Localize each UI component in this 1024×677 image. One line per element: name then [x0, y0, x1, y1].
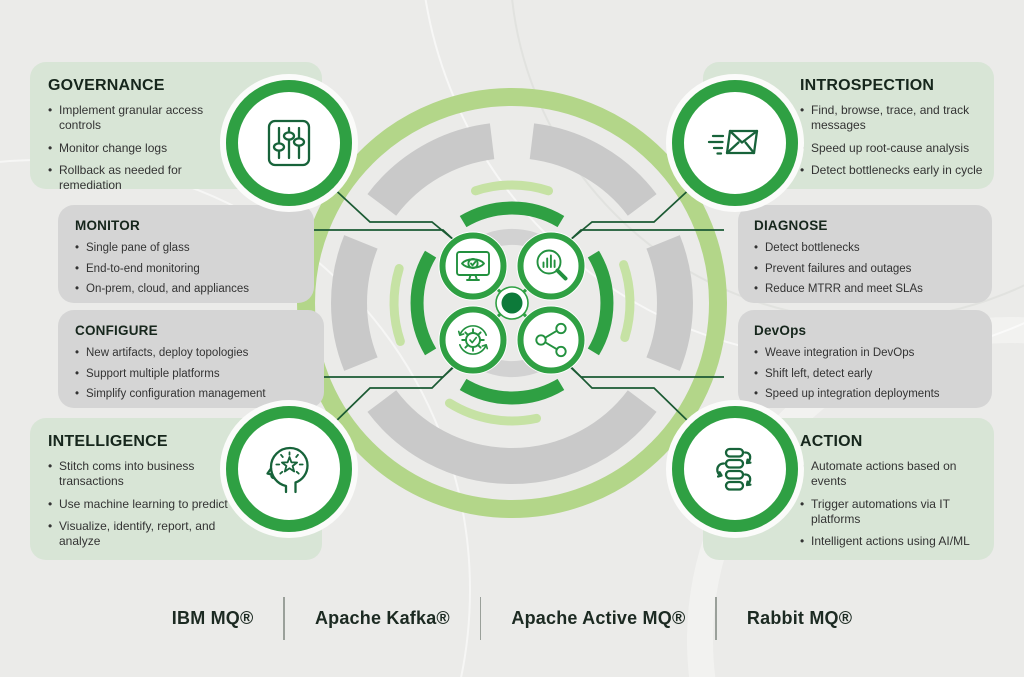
introspection-connector	[568, 184, 695, 242]
panel-bullets: Find, browse, trace, and track messagesS…	[800, 103, 984, 178]
intelligence-connector	[329, 364, 456, 428]
panel-title: INTELLIGENCE	[48, 433, 168, 450]
panel-bullets: Detect bottlenecksPrevent failures and o…	[754, 241, 984, 297]
panel-title: DevOps	[754, 323, 807, 338]
panel-title: CONFIGURE	[75, 323, 158, 338]
gear-check-sync-icon	[457, 325, 489, 355]
bullet-item: Simplify configuration management	[75, 387, 316, 402]
bullet-item: Rollback as needed for remediation	[48, 163, 218, 194]
platform-name: Rabbit MQ®	[685, 597, 852, 640]
bullet-item: Find, browse, trace, and track messages	[800, 103, 984, 134]
panel-bullets: Weave integration in DevOpsShift left, d…	[754, 346, 984, 402]
share-icon	[535, 322, 567, 358]
panel-title: GOVERNANCE	[48, 77, 165, 94]
action-connector	[568, 364, 695, 428]
panel-monitor: MONITOR Single pane of glassEnd-to-end m…	[58, 205, 314, 303]
bullet-item: Visualize, identify, report, and analyze	[48, 519, 230, 550]
monitor-eye-icon	[456, 251, 490, 281]
bullet-item: Speed up root-cause analysis	[800, 141, 984, 156]
magnifier-analytics-icon	[536, 249, 568, 281]
devops-connector	[566, 363, 724, 378]
bullet-item: Reduce MTRR and meet SLAs	[754, 282, 984, 297]
bullet-item: Support multiple platforms	[75, 367, 316, 382]
bullet-item: Prevent failures and outages	[754, 262, 984, 277]
panel-introspection: INTROSPECTION Find, browse, trace, and t…	[703, 62, 994, 189]
hub-spokes	[471, 264, 553, 342]
panel-bullets: Single pane of glassEnd-to-end monitorin…	[75, 241, 306, 297]
panel-governance: GOVERNANCE Implement granular access con…	[30, 62, 322, 192]
inner-gray-arcs	[469, 228, 555, 378]
panel-bullets: New artifacts, deploy topologiesSupport …	[75, 346, 316, 402]
panel-title: MONITOR	[75, 218, 140, 233]
diagnose-connector	[566, 229, 724, 244]
bullet-item: Speed up integration deployments	[754, 387, 984, 402]
bullet-item: Weave integration in DevOps	[754, 346, 984, 361]
platform-name: IBM MQ®	[171, 607, 254, 628]
bullet-item: Trigger automations via IT platforms	[800, 497, 984, 528]
panel-bullets: Automate actions based on eventsTrigger …	[800, 459, 984, 550]
panel-devops: DevOps Weave integration in DevOpsShift …	[738, 310, 992, 408]
center-capability-circles	[438, 231, 586, 375]
hub-dot	[495, 286, 529, 320]
panel-diagnose: DIAGNOSE Detect bottlenecksPrevent failu…	[738, 205, 992, 303]
panel-bullets: Stitch coms into business transactionsUs…	[48, 459, 230, 550]
bullet-item: Monitor change logs	[48, 141, 218, 156]
panel-configure: CONFIGURE New artifacts, deploy topologi…	[58, 310, 324, 408]
bullet-item: Stitch coms into business transactions	[48, 459, 230, 490]
outer-pale-ring	[297, 88, 727, 518]
bullet-item: Use machine learning to predict	[48, 497, 230, 512]
bullet-item: Shift left, detect early	[754, 367, 984, 382]
platform-name: Apache Active MQ®	[450, 597, 686, 640]
bullet-item: Automate actions based on events	[800, 459, 984, 490]
panel-intelligence: INTELLIGENCE Stitch coms into business t…	[30, 418, 322, 560]
monitor-connector	[300, 229, 458, 244]
bullet-item: On-prem, cloud, and appliances	[75, 282, 306, 297]
panel-action: ACTION Automate actions based on eventsT…	[703, 418, 994, 560]
panel-title: INTROSPECTION	[800, 77, 935, 94]
bullet-item: Detect bottlenecks early in cycle	[800, 163, 984, 178]
panel-title: DIAGNOSE	[754, 218, 828, 233]
platform-name: Apache Kafka®	[253, 597, 450, 640]
platform-list: IBM MQ®Apache Kafka®Apache Active MQ®Rab…	[0, 592, 1024, 644]
bullet-item: New artifacts, deploy topologies	[75, 346, 316, 361]
bullet-item: Intelligent actions using AI/ML	[800, 534, 984, 549]
bullet-item: Implement granular access controls	[48, 103, 218, 134]
bold-green-ring	[410, 201, 614, 405]
gray-segment-ring	[331, 123, 693, 484]
bullet-item: End-to-end monitoring	[75, 262, 306, 277]
bullet-item: Detect bottlenecks	[754, 241, 984, 256]
bullet-item: Single pane of glass	[75, 241, 306, 256]
panel-title: ACTION	[800, 433, 863, 450]
light-green-arcs	[389, 180, 635, 426]
governance-connector	[329, 184, 456, 242]
panel-bullets: Implement granular access controlsMonito…	[48, 103, 218, 194]
connector-lines	[300, 184, 724, 428]
